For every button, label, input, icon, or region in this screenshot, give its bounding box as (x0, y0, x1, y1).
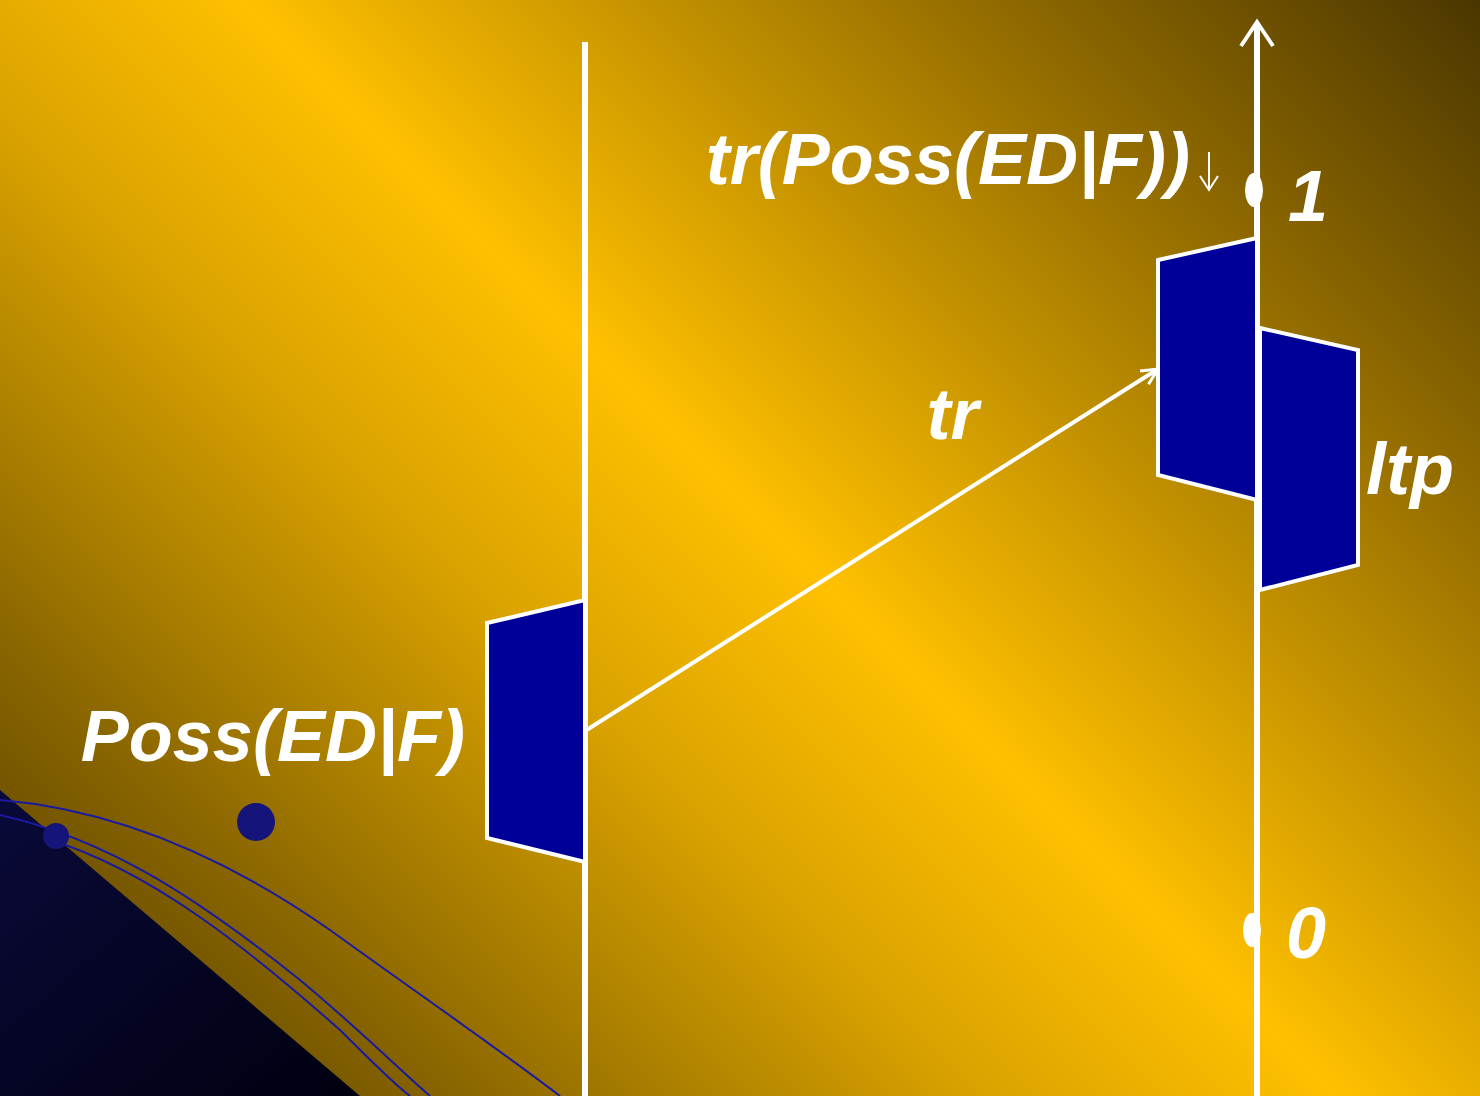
decor-curve (0, 815, 430, 1096)
arrowhead (1140, 369, 1158, 384)
decor-curve (50, 840, 410, 1096)
possibility-distribution: ltp (1260, 328, 1358, 590)
distribution-label: tr(Poss(ED|F)) (706, 123, 1190, 195)
transform-arrow (585, 369, 1158, 731)
trapezoid-shape (487, 600, 585, 862)
decor-dot (237, 803, 275, 841)
trapezoid-outline (1260, 328, 1358, 590)
arrow-line (585, 369, 1158, 731)
decor-curve (0, 800, 560, 1096)
pointer-arrow (1200, 176, 1218, 190)
pointer-arrow (1208, 152, 1210, 188)
trapezoid-outline (1158, 238, 1257, 500)
trapezoid-outline (487, 600, 585, 862)
axis-arrowhead (1241, 22, 1273, 46)
axis-value: 0 (1286, 897, 1326, 969)
possibility-distribution: Poss(ED|F) (487, 600, 585, 862)
possibility-distribution: tr(Poss(ED|F)) (1158, 238, 1257, 500)
arrow-label: tr (927, 378, 979, 450)
axis-point (1245, 173, 1263, 207)
axis-value: 1 (1288, 160, 1328, 232)
trapezoid-shape (1158, 238, 1257, 500)
axis-point (1243, 913, 1261, 947)
corner-shade (0, 790, 360, 1096)
distribution-label: Poss(ED|F) (81, 700, 465, 772)
decor-dot (43, 823, 69, 849)
scale-line (582, 42, 588, 1096)
trapezoid-shape (1260, 328, 1358, 590)
distribution-label: ltp (1366, 433, 1454, 505)
